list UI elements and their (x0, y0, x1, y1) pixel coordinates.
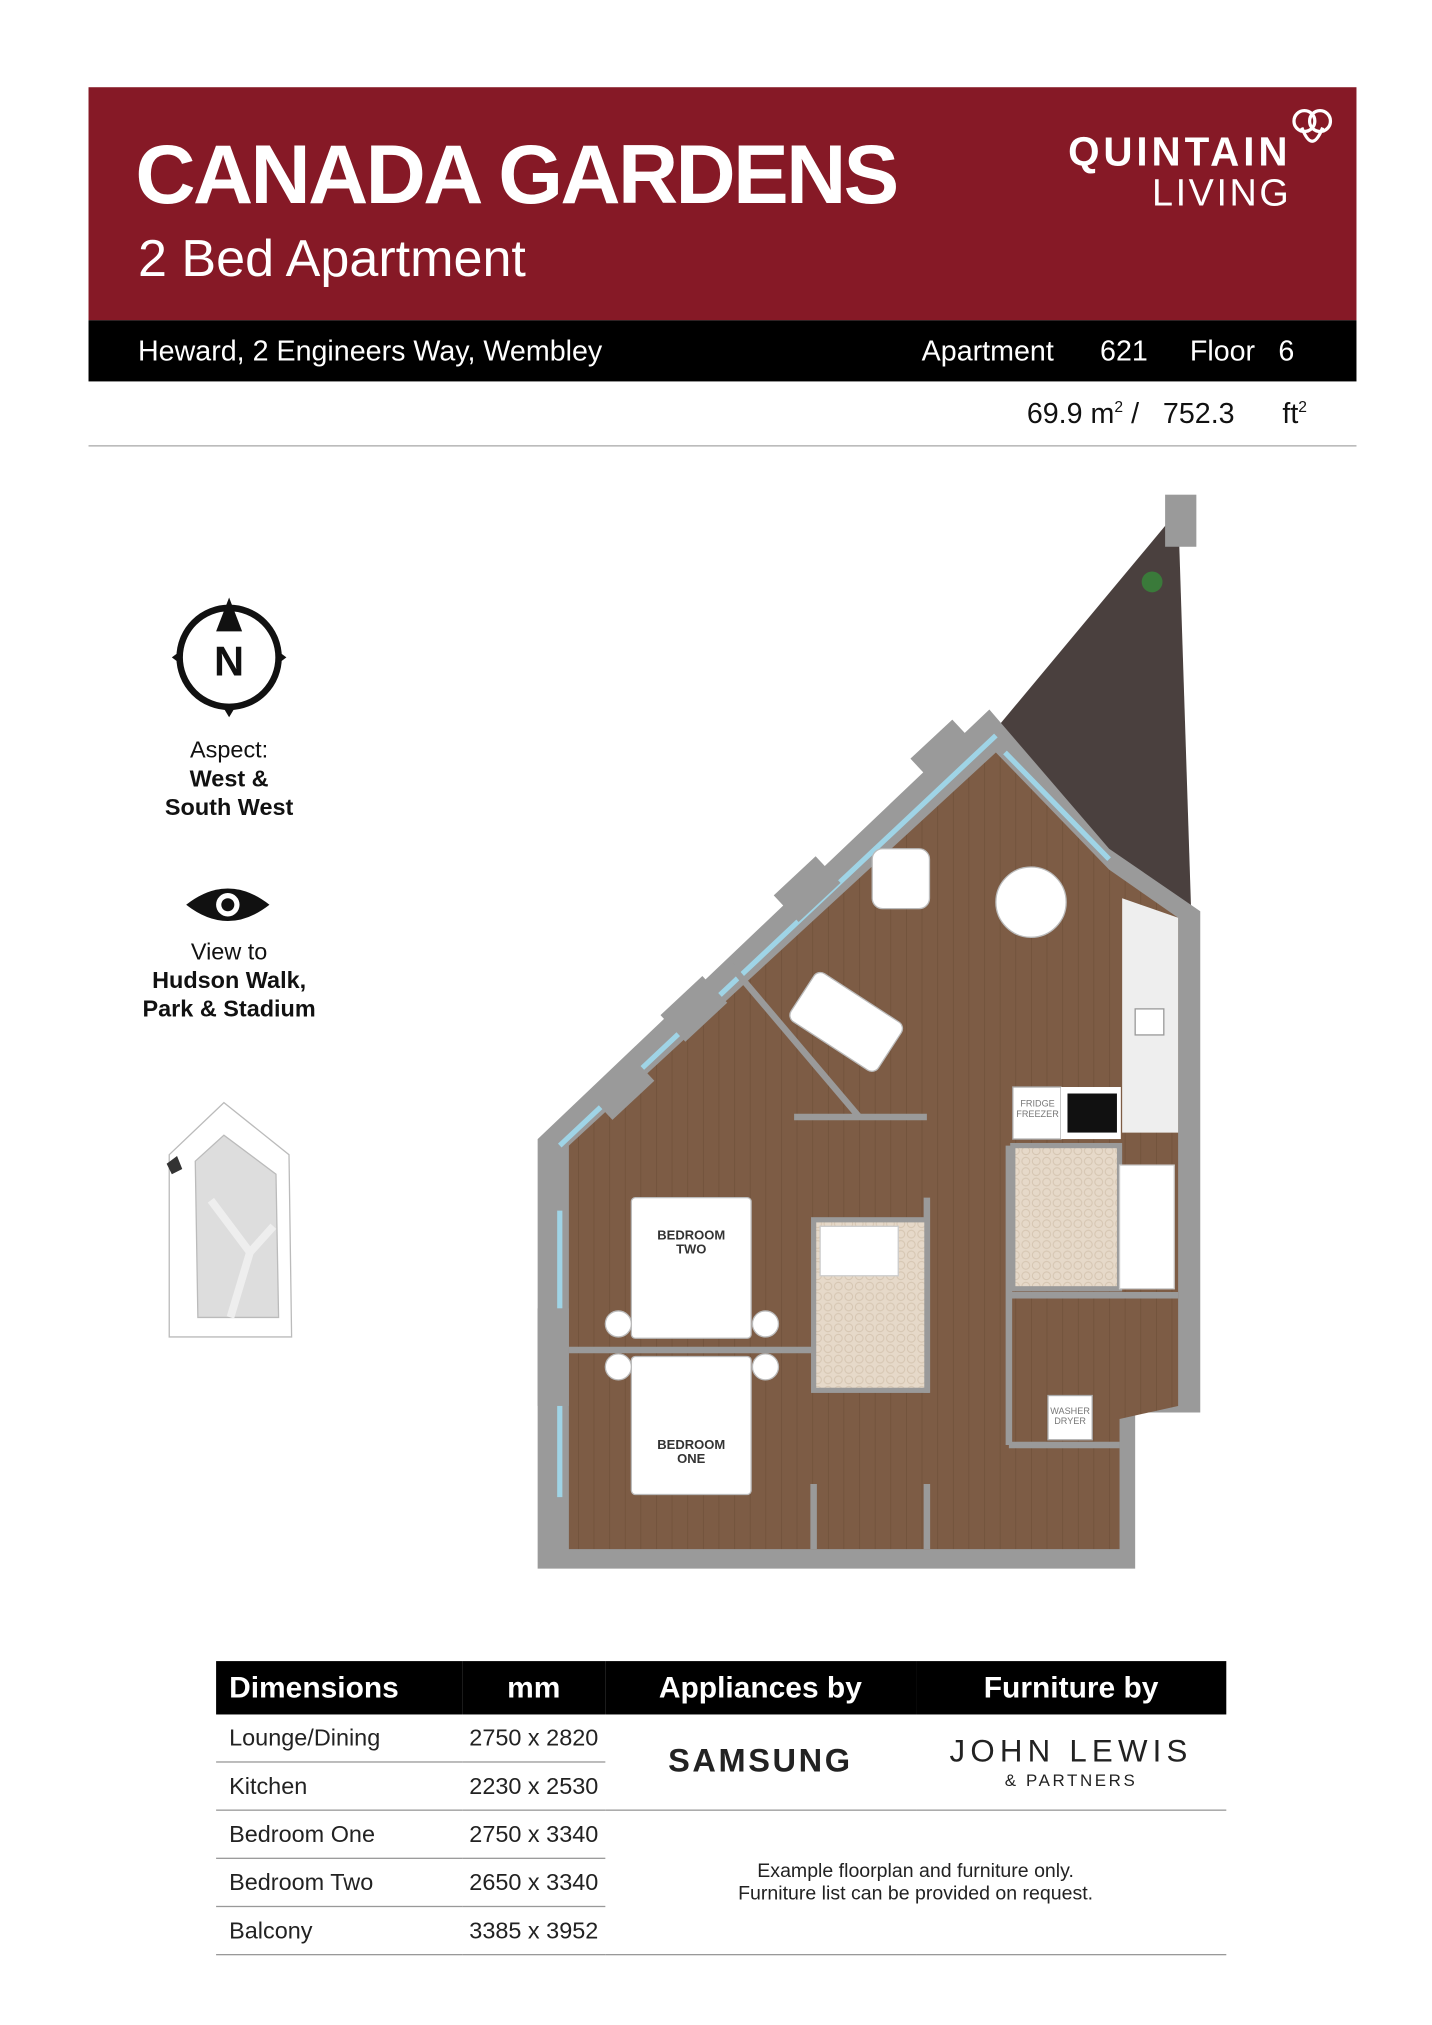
brand-line: JOHN LEWIS (949, 1733, 1193, 1770)
size: 2750 x 3340 (462, 1810, 605, 1859)
apartment-number: 621 (1100, 334, 1148, 368)
brand-line: & PARTNERS (1004, 1770, 1138, 1790)
floor-number: 6 (1278, 334, 1295, 368)
table-row: Bedroom Two 2650 x 3340 (216, 1858, 1226, 1908)
info-bar: Heward, 2 Engineers Way, Wembley Apartme… (88, 320, 1357, 382)
john-lewis-logo: JOHN LEWIS & PARTNERS (915, 1714, 1227, 1811)
col-header: Furniture by (915, 1661, 1227, 1715)
view-info: View to Hudson Walk, Park & Stadium (99, 937, 359, 1023)
eye-icon (186, 888, 270, 922)
table-row: Kitchen 2230 x 2530 (216, 1761, 1226, 1811)
fridge-label: FREEZER (1016, 1109, 1059, 1119)
washer-label: DRYER (1054, 1416, 1086, 1426)
address: Heward, 2 Engineers Way, Wembley (137, 334, 603, 368)
page-title: CANADA GARDENS (135, 127, 899, 222)
area-readout: 69.9 m2 / 752.3 ft2 (1027, 397, 1307, 431)
balcony (995, 510, 1192, 912)
size: 2650 x 3340 (462, 1858, 605, 1908)
washer-label: WASHER (1050, 1406, 1090, 1416)
bedroom-two-label: BEDROOM (657, 1227, 725, 1242)
floorplan: BEDROOM TWO BEDROOM ONE FRIDGE FREEZER W… (537, 494, 1201, 1569)
compass-icon: N (171, 597, 287, 718)
table-row: Balcony 3385 x 3952 (216, 1906, 1226, 1956)
bedroom-one-label: BEDROOM (657, 1437, 725, 1452)
room: Kitchen (216, 1761, 463, 1811)
fridge-label: FRIDGE (1020, 1099, 1054, 1109)
exp: 2 (1114, 397, 1124, 417)
dimensions-table: Dimensions mm Appliances by Furniture by… (216, 1661, 1227, 1956)
view-label: View to (190, 938, 268, 965)
aspect-label: Aspect: (190, 736, 269, 763)
area-sqft-unit: ft (1282, 397, 1299, 430)
view-value-2: Park & Stadium (142, 995, 316, 1022)
bedroom-two-label: TWO (676, 1242, 706, 1257)
aspect-value-2: South West (164, 794, 294, 821)
size: 3385 x 3952 (462, 1906, 605, 1956)
room: Bedroom Two (216, 1858, 463, 1908)
site-plan-thumbnail (166, 1101, 293, 1338)
view-value-1: Hudson Walk, (152, 967, 307, 994)
floor-label: Floor (1189, 334, 1256, 368)
brand-logo-subtext: LIVING (1151, 173, 1292, 215)
trefoil-logo-icon (1292, 109, 1333, 143)
table-row: Bedroom One 2750 x 3340 Example floorpla… (216, 1810, 1227, 1956)
compass-letter: N (214, 638, 244, 685)
aspect-value-1: West & (189, 765, 269, 792)
size: 2230 x 2530 (462, 1761, 605, 1811)
col-header: Appliances by (604, 1661, 916, 1715)
col-header: mm (462, 1661, 605, 1715)
col-header: Dimensions (216, 1661, 463, 1715)
aspect-info: Aspect: West & South West (99, 736, 359, 822)
room: Bedroom One (216, 1810, 463, 1859)
room: Lounge/Dining (216, 1714, 463, 1763)
disclaimer-note: Example floorplan and furniture only. Fu… (604, 1810, 1227, 1956)
area-sqft: 752.3 (1162, 397, 1235, 430)
note-line: Example floorplan and furniture only. (757, 1860, 1074, 1883)
brand-logo-text: QUINTAIN (1068, 128, 1292, 175)
header-banner: CANADA GARDENS 2 Bed Apartment QUINTAIN … (88, 87, 1357, 321)
room: Balcony (216, 1906, 463, 1956)
page-subtitle: 2 Bed Apartment (137, 230, 526, 288)
note-line: Furniture list can be provided on reques… (738, 1882, 1094, 1905)
exp: 2 (1298, 397, 1308, 417)
divider (88, 445, 1357, 447)
separator: / (1131, 397, 1140, 430)
samsung-logo: SAMSUNG (604, 1714, 916, 1811)
table-row: Lounge/Dining 2750 x 2820 SAMSUNG JOHN L… (216, 1714, 1227, 1811)
bedroom-one-label: ONE (677, 1451, 706, 1466)
size: 2750 x 2820 (462, 1714, 605, 1763)
area-sqm-unit: m (1090, 397, 1115, 430)
apartment-label: Apartment (921, 334, 1054, 368)
area-sqm: 69.9 (1026, 397, 1083, 430)
